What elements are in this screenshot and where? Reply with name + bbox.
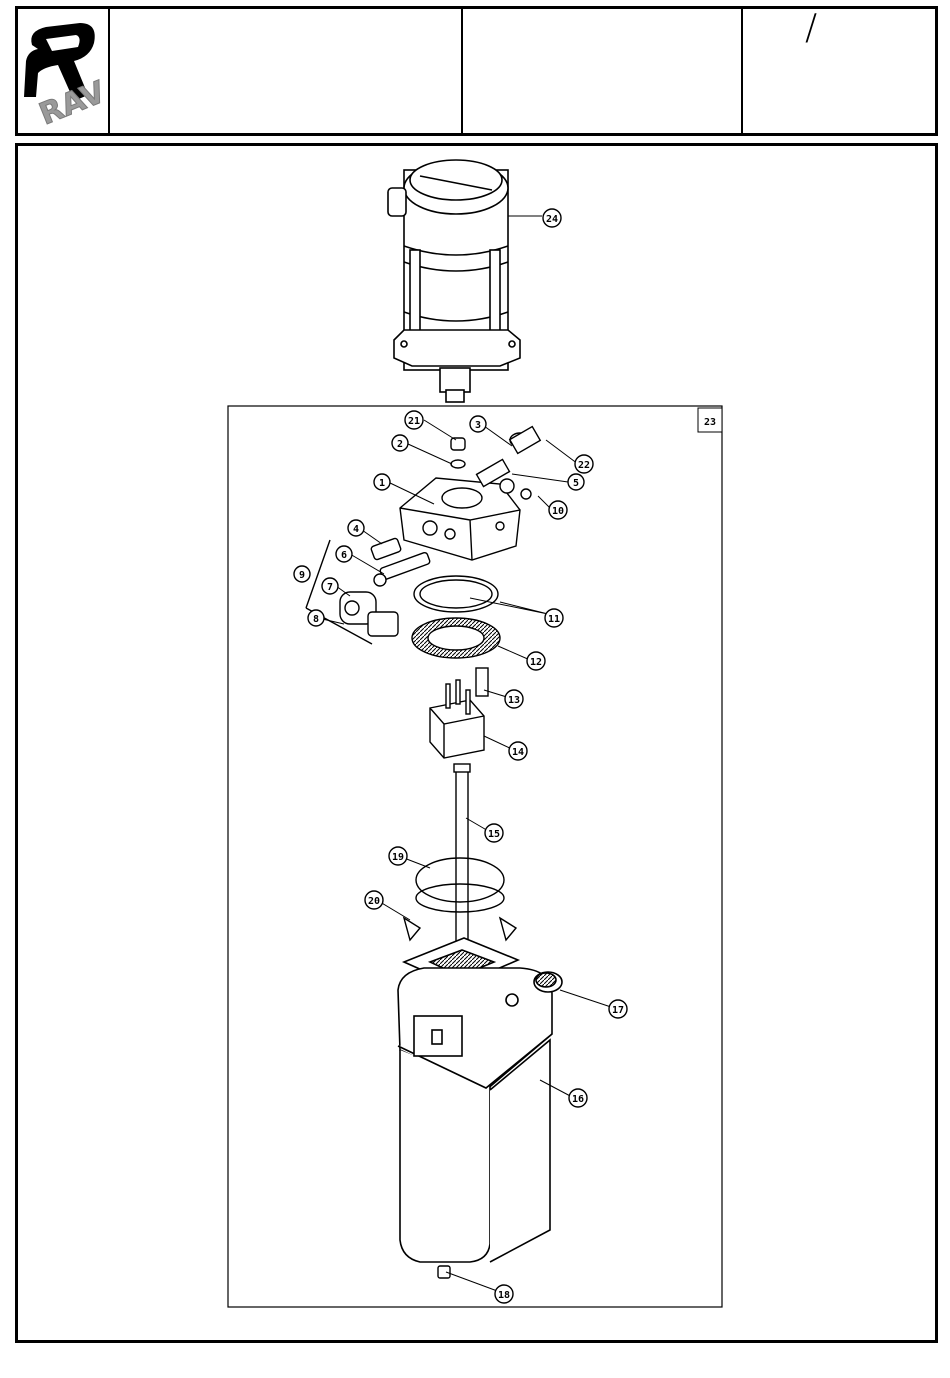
callout-2: 2 (392, 435, 408, 451)
svg-text:17: 17 (612, 1005, 624, 1016)
svg-text:11: 11 (548, 614, 560, 625)
svg-text:8: 8 (313, 614, 319, 625)
svg-text:22: 22 (578, 460, 590, 471)
callout-22: 22 (575, 455, 593, 473)
tank-drawing (398, 938, 562, 1262)
svg-text:2: 2 (397, 439, 403, 450)
svg-text:7: 7 (327, 582, 333, 593)
callout-17: 17 (609, 1000, 627, 1018)
callout-3: 3 (470, 416, 486, 432)
assembly-label: 23 (704, 417, 716, 428)
svg-text:13: 13 (508, 695, 520, 706)
callout-4: 4 (348, 520, 364, 536)
callout-7: 7 (322, 578, 338, 594)
callout-9: 9 (294, 566, 310, 582)
callout-24: 24 (543, 209, 561, 227)
svg-text:12: 12 (530, 657, 542, 668)
svg-text:18: 18 (498, 1290, 510, 1301)
callout-13: 13 (505, 690, 523, 708)
callout-1: 1 (374, 474, 390, 490)
callout-6: 6 (336, 546, 352, 562)
svg-text:20: 20 (368, 896, 380, 907)
gasket-drawing (412, 576, 500, 696)
svg-text:4: 4 (353, 524, 359, 535)
motor-drawing (388, 160, 520, 402)
callout-12: 12 (527, 652, 545, 670)
callout-19: 19 (389, 847, 407, 865)
svg-text:6: 6 (341, 550, 347, 561)
callout-18: 18 (495, 1285, 513, 1303)
callout-20: 20 (365, 891, 383, 909)
svg-text:10: 10 (552, 506, 564, 517)
svg-text:1: 1 (379, 478, 385, 489)
callout-15: 15 (485, 824, 503, 842)
svg-text:21: 21 (408, 416, 420, 427)
svg-text:15: 15 (488, 829, 500, 840)
valve-block-drawing (400, 427, 540, 560)
callout-11: 11 (545, 609, 563, 627)
callout-14: 14 (509, 742, 527, 760)
callout-21: 21 (405, 411, 423, 429)
svg-text:5: 5 (573, 478, 579, 489)
svg-text:3: 3 (475, 420, 481, 431)
svg-text:16: 16 (572, 1094, 584, 1105)
drain-plug-drawing (438, 1266, 450, 1278)
callout-5: 5 (568, 474, 584, 490)
suction-tube-drawing (454, 764, 470, 958)
svg-text:24: 24 (546, 214, 558, 225)
callout-16: 16 (569, 1089, 587, 1107)
svg-text:19: 19 (392, 852, 404, 863)
svg-text:14: 14 (512, 747, 524, 758)
callout-10: 10 (549, 501, 567, 519)
callout-8: 8 (308, 610, 324, 626)
svg-text:9: 9 (299, 570, 305, 581)
